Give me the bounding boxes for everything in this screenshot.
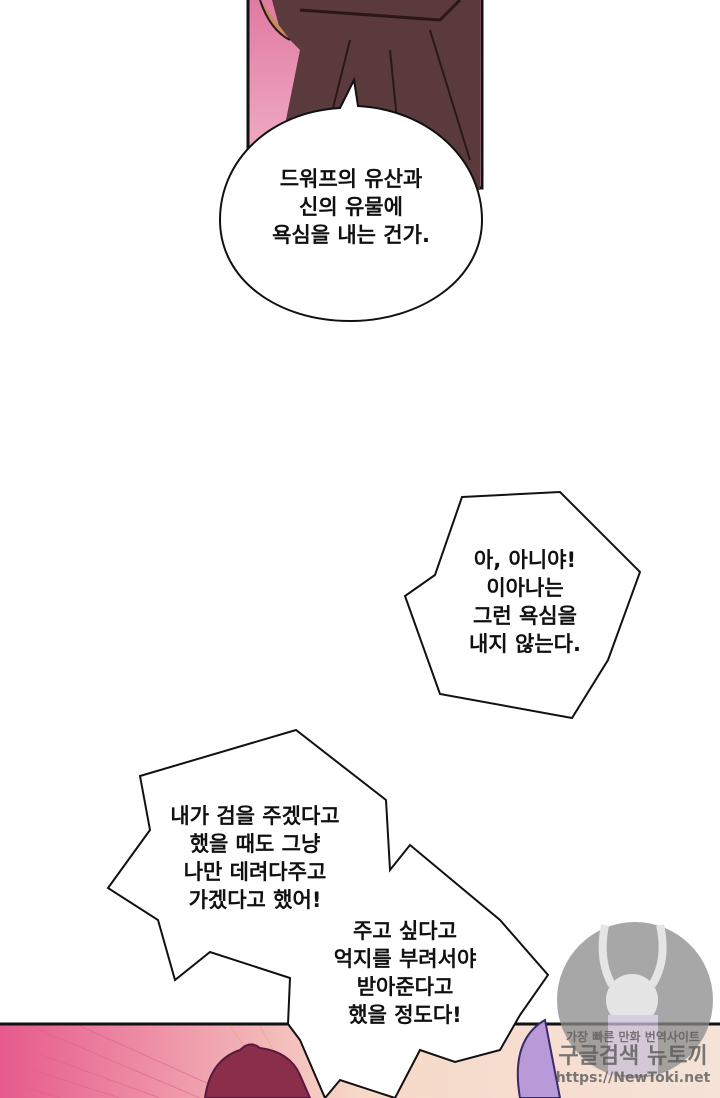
bubble-line: 그런 욕심을 — [473, 604, 577, 628]
bubble-line: 신의 유물에 — [299, 195, 403, 219]
bubble-line: 욕심을 내는 건가. — [272, 223, 430, 247]
bubble-4-text: 주고 싶다고 억지를 부려서야 받아준다고 했을 정도다! — [310, 917, 500, 1029]
bubble-3-text: 내가 검을 주겠다고 했을 때도 그냥 나만 데려다주고 가겠다고 했어! — [140, 802, 370, 914]
bubble-2-text: 아, 아니야! 이아나는 그런 욕심을 내지 않는다. — [440, 546, 610, 658]
watermark-tagline: 가장 빠른 만화 번역사이트 — [566, 1030, 700, 1044]
bubble-line: 내지 않는다. — [469, 632, 581, 656]
bubble-line: 가겠다고 했어! — [188, 888, 322, 912]
bubble-line: 주고 싶다고 — [353, 919, 457, 943]
bubble-line: 아, 아니야! — [473, 548, 577, 572]
bubble-line: 했을 때도 그냥 — [189, 832, 321, 856]
watermark-url[interactable]: https://NewToki.net — [555, 1070, 711, 1086]
bubble-line: 드워프의 유산과 — [279, 167, 423, 191]
bubble-line: 했을 정도다! — [348, 1003, 462, 1027]
watermark: 가장 빠른 만화 번역사이트 구글검색 뉴토끼 https://NewToki.… — [548, 1030, 718, 1086]
speech-bubble-2 — [403, 490, 642, 720]
bubble-line: 내가 검을 주겠다고 — [170, 804, 340, 828]
watermark-logo — [557, 922, 713, 1078]
speech-bubble-3 — [106, 728, 550, 1098]
bubble-line: 억지를 부려서야 — [333, 947, 477, 971]
bubble-line: 이아나는 — [486, 576, 564, 600]
bubble-line: 받아준다고 — [356, 975, 454, 999]
bubble-line: 나만 데려다주고 — [183, 860, 327, 884]
bubble-1-text: 드워프의 유산과 신의 유물에 욕심을 내는 건가. — [220, 165, 482, 249]
watermark-name: 구글검색 뉴토끼 — [558, 1044, 708, 1069]
speech-bubble-1 — [218, 76, 484, 323]
